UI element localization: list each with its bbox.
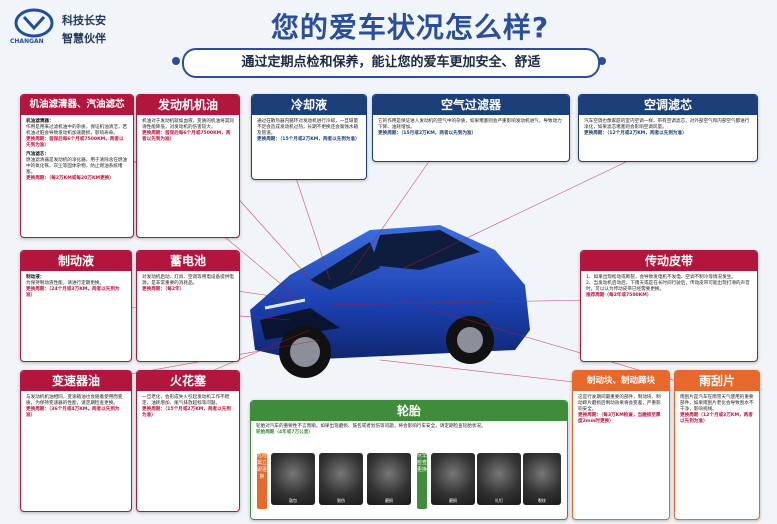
card-title: 火花塞 <box>137 371 239 391</box>
card-title: 变速器油 <box>21 371 131 391</box>
card-text: 1、如果出现松动或断裂，会导致发电机不发电、空调不制冷等情况发生。 <box>586 275 736 280</box>
tire-danger-label: 危险需立即更换 <box>257 453 267 509</box>
card-text: 机油对于发动机就如血液，变质的机油将其润滑性能降低，对发动机的伤害较大。 <box>142 119 234 130</box>
card-brake-fluid: 制动液 制动液： 为保持制动液性能，请进行定期更换。 更换周期：（24个月或3万… <box>20 250 132 362</box>
bullet-dot-right <box>598 57 606 65</box>
card-text: 雨刮片是汽车在雨雪天气使用的重要部件，如果雨刮片老化会导致刮水不干净，影响视线。 <box>680 395 754 412</box>
card-highlight: 更换周期：（每2年） <box>142 287 185 292</box>
card-text: 对发动机启动、灯具、空调等用电设备提供电源，是非常重要的消耗品。 <box>142 275 234 286</box>
card-engine-oil: 发动机机油 机油对于发动机就如血液，变质的机油将其润滑性能降低，对发动机的伤害较… <box>136 94 240 238</box>
changan-logo <box>14 8 54 38</box>
card-text: 它的作用是保证进入发动机的空气中的杂质，如果堵塞则会严重影响发动机进气，导致动力… <box>378 119 562 130</box>
card-brake-pad: 制动块、制动蹄块 这是行驶期间最重要的部件，制动块、制动蹄片磨损后制动效果将会变… <box>572 370 670 520</box>
card-highlight: 推荐周期（每2年或7500KM） <box>586 293 652 298</box>
card-wiper: 雨刮片 雨刮片是汽车在雨雪天气使用的重要部件，如果雨刮片老化会导致刮水不干净，影… <box>674 370 760 520</box>
card-text: 通过在散热器内循环对发动机进行冷却，一旦缺量不足会造成发动机过热，长期不更换还会… <box>257 119 359 136</box>
card-text: 一旦老化，会形成失火引起发动机工作不稳定、油耗增加、尾气排放超标等问题。 <box>142 395 230 406</box>
page-title: 您的爱车状况怎么样? <box>270 11 550 44</box>
card-subheading: 制动液： <box>26 275 45 280</box>
slogan-1: 科技长安 <box>62 14 106 27</box>
card-spark-plug: 火花塞 一旦老化，会形成失火引起发动机工作不稳定、油耗增加、尾气排放超标等问题。… <box>136 370 240 512</box>
slogan-2: 智慧伙伴 <box>62 32 106 45</box>
card-oil-filter: 机油滤清器、汽油滤芯 机油滤清器： 作用是用来过滤机油中的杂质，保证机油清洁，若… <box>20 94 134 238</box>
card-title: 轮胎 <box>251 401 567 421</box>
card-highlight: 更换周期：（15个月或2万KM，两者以先到为准） <box>142 407 231 418</box>
card-ac-filter: 空调滤芯 汽车空调也像家庭的室内空调一样，带有空调滤芯，对外部空气和内部空气都进… <box>578 94 758 162</box>
card-text: 汽车空调也像家庭的室内空调一样，带有空调滤芯，对外部空气和内部空气都进行净化，如… <box>584 119 750 130</box>
brand-name: CHANGAN <box>10 38 44 45</box>
card-text: 轮胎对汽车的重要性不言而喻，如果出现磨损、鼓包或者划伤等问题，将会影响行车安全，… <box>256 424 486 429</box>
card-text: 燃油滤清器是发动机的净化器，用于清除含在燃油中的氧化铁、灰尘等固体杂物，防止燃油… <box>26 158 128 175</box>
card-title: 空调滤芯 <box>579 95 757 115</box>
card-drive-belt: 传动皮带 1、如果出现松动或断裂，会导致发电机不发电、空调不制冷等情况发生。 2… <box>580 250 758 362</box>
card-highlight: 轮胎周期（4年或7万公里） <box>256 430 313 435</box>
card-text: 2、当发动机启动后，下雨天或是在长时间行驶后，传动皮带可能出现打滑的声音时，可以… <box>586 281 750 292</box>
card-highlight: 更换周期：首保后每6个月或7500KM，两者以先到为准） <box>26 137 124 148</box>
card-highlight: 更换周期：（每2万KM或每20万KM更换） <box>26 176 114 181</box>
card-subheading: 机油滤清器： <box>26 119 54 124</box>
card-subheading: 汽油滤芯： <box>26 152 49 157</box>
card-highlight: 更换周期：首保后每6个月或7500KM，两者以先到为准） <box>142 131 231 142</box>
card-battery: 蓄电池 对发动机启动、灯具、空调等用电设备提供电源，是非常重要的消耗品。 更换周… <box>136 250 240 362</box>
card-title: 冷却液 <box>252 95 366 115</box>
card-text: 作用是用来过滤机油中的杂质，保证机油清洁，若机油过脏会导致发动机加速磨损，影响寿… <box>26 125 128 136</box>
card-title: 蓄电池 <box>137 251 239 271</box>
card-title: 发动机机油 <box>137 95 239 115</box>
card-title: 空气过滤器 <box>373 95 569 115</box>
card-coolant: 冷却液 通过在散热器内循环对发动机进行冷却，一旦缺量不足会造成发动机过热，长期不… <box>251 94 367 180</box>
tire-photo: 磨损 <box>431 453 475 505</box>
card-highlight: 更换周期：（15个月或2万KM，两者以先到为准） <box>257 137 360 142</box>
tire-photo: 鼓包 <box>271 453 315 505</box>
card-title: 机油滤清器、汽油滤芯 <box>21 95 133 115</box>
card-text: 这是行驶期间最重要的部件，制动块、制动蹄片磨损后制动效果将会变差，严重影响安全。 <box>578 395 661 412</box>
card-text: 与发动机机油相同，变速箱油也会随着使用而变质，为保持变速器的性能，请定期检查更换… <box>26 395 123 406</box>
card-text: 为保持制动液性能，请进行定期更换。 <box>26 281 105 286</box>
tire-photo: 割伤 <box>319 453 363 505</box>
card-highlight: 更换周期（12个月或2万KM，两者以先到为准） <box>680 413 753 424</box>
card-highlight: 更换周期：（24个月或3万KM，两者以先到为准） <box>26 287 120 298</box>
tire-photo: 裂纹 <box>523 453 561 505</box>
card-transmission-oil: 变速器油 与发动机机油相同，变速箱油也会随着使用而变质，为保持变速器的性能，请定… <box>20 370 132 512</box>
card-tire: 轮胎 轮胎对汽车的重要性不言而喻，如果出现磨损、鼓包或者划伤等问题，将会影响行车… <box>250 400 568 520</box>
card-title: 雨刮片 <box>675 371 759 391</box>
card-highlight: 更换周期：（15月或2万KM，两者以先到为准） <box>378 131 477 136</box>
car-illustration <box>250 225 530 378</box>
card-highlight: 更换周期：（每3万KM检查，当磨损至厚度2mm时更换） <box>578 413 661 424</box>
card-highlight: 更换周期：（36个月或4万KM，两者以先到为准） <box>26 407 120 418</box>
card-highlight: 更换周期：（12个月或2万KM，两者以先到为准） <box>584 131 687 136</box>
page-subtitle: 通过定期点检和保养，能让您的爱车更加安全、舒适 <box>182 48 600 78</box>
card-air-filter: 空气过滤器 它的作用是保证进入发动机的空气中的杂质，如果堵塞则会严重影响发动机进… <box>372 94 570 162</box>
tire-photo: 磨损 <box>367 453 411 505</box>
tire-check-label: 尽早检查更换 <box>417 453 427 509</box>
card-title: 制动液 <box>21 251 131 271</box>
card-title: 制动块、制动蹄块 <box>573 371 669 391</box>
tire-photo: 扎钉 <box>477 453 521 505</box>
bullet-dot-left <box>172 57 180 65</box>
card-title: 传动皮带 <box>581 251 757 271</box>
